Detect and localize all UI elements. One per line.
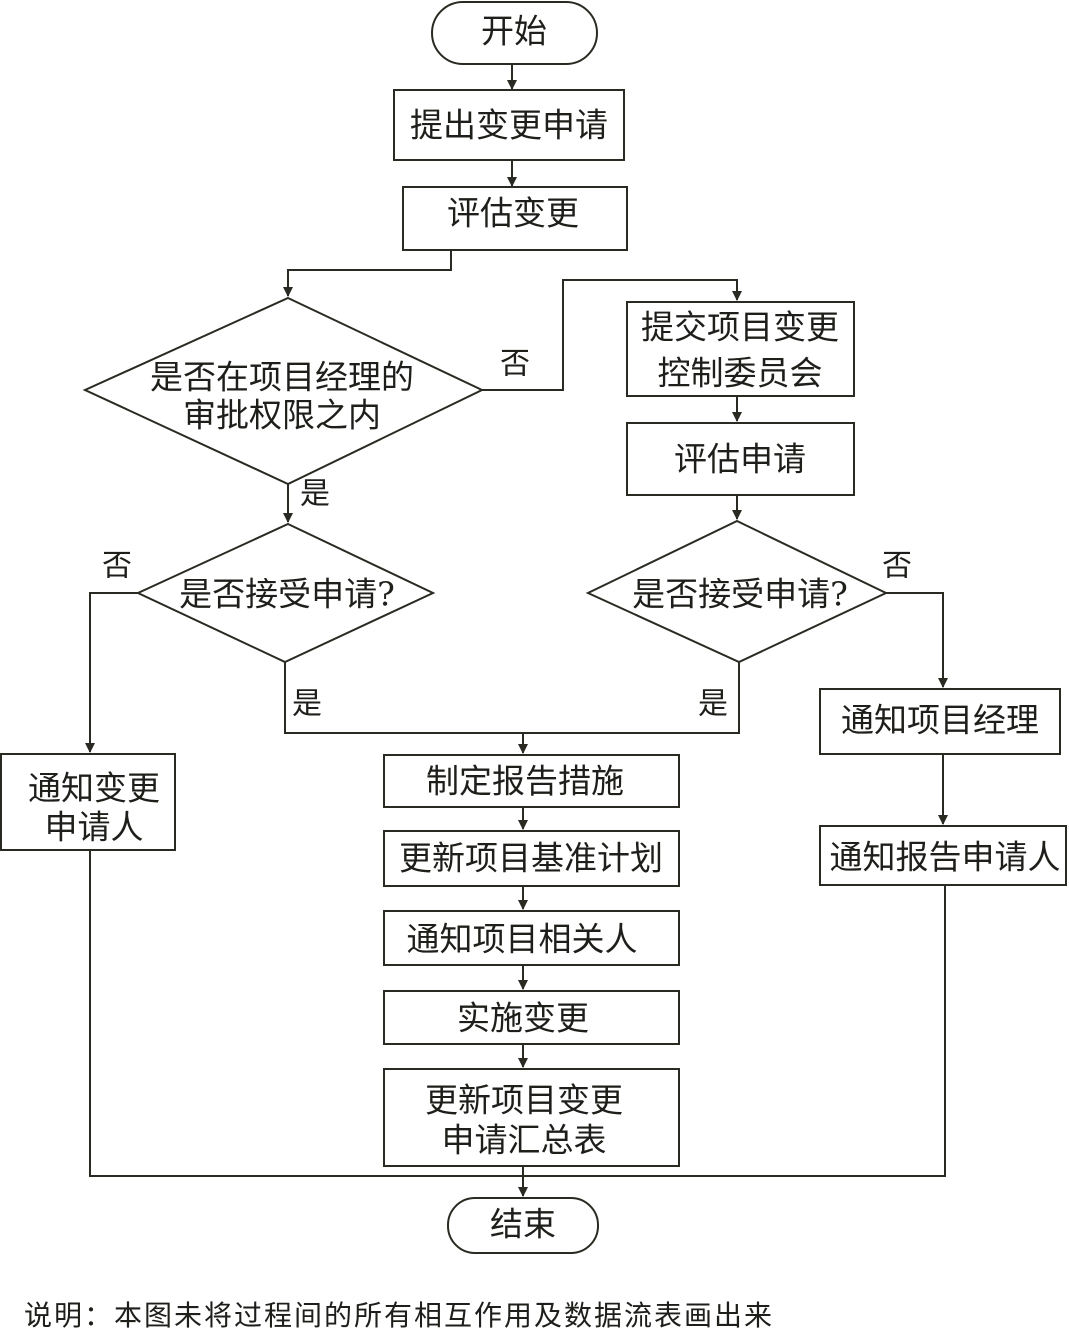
label-yes-right: 是 <box>698 687 728 722</box>
notify-stakeholders-node: 通知项目相关人 <box>383 910 680 966</box>
committee-node: 提交项目变更 控制委员会 <box>626 301 855 397</box>
arrow-accept-right-no-to-notify-pm <box>886 592 948 688</box>
notify-report-requester-label: 通知报告申请人 <box>830 838 1061 877</box>
committee-line2: 控制委员会 <box>658 354 823 393</box>
start-label: 开始 <box>481 12 547 51</box>
end-node: 结束 <box>447 1197 599 1254</box>
accept-right-diamond <box>585 519 889 664</box>
accept-decision-right: 是否接受申请? <box>585 519 889 664</box>
notify-requester-node: 通知变更 申请人 <box>0 753 176 851</box>
make-report-node: 制定报告措施 <box>383 754 680 808</box>
end-label: 结束 <box>490 1205 556 1244</box>
notify-report-requester-node: 通知报告申请人 <box>819 825 1067 886</box>
evaluate-node: 评估变更 <box>402 186 628 251</box>
connectors <box>85 64 948 1197</box>
notify-stakeholders-box <box>383 910 680 966</box>
update-baseline-node: 更新项目基准计划 <box>383 830 680 887</box>
update-baseline-label: 更新项目基准计划 <box>399 839 663 878</box>
notify-pm-node: 通知项目经理 <box>819 688 1061 755</box>
start-terminator <box>431 1 598 65</box>
evaluate-request-box <box>626 422 855 496</box>
accept-decision-left: 是否接受申请? <box>135 522 436 664</box>
end-terminator <box>447 1197 599 1254</box>
notify-pm-box <box>819 688 1061 755</box>
label-no-right: 否 <box>882 549 912 584</box>
notify-stakeholders-label: 通知项目相关人 <box>407 920 638 959</box>
notify-requester-line1: 通知变更 <box>28 769 160 808</box>
notify-pm-label: 通知项目经理 <box>841 701 1039 740</box>
notify-report-requester-box <box>819 825 1067 886</box>
line-yes-merge <box>284 662 740 734</box>
evaluate-label: 评估变更 <box>447 194 579 233</box>
update-summary-line1: 更新项目变更 <box>425 1081 623 1120</box>
update-summary-line2: 申请汇总表 <box>442 1121 607 1160</box>
authority-q-line1: 是否在项目经理的 <box>150 358 414 397</box>
update-summary-box <box>383 1068 680 1167</box>
update-summary-node: 更新项目变更 申请汇总表 <box>383 1068 680 1167</box>
authority-diamond <box>82 296 485 486</box>
accept-left-label: 是否接受申请? <box>179 575 395 614</box>
start-node: 开始 <box>431 1 598 65</box>
authority-q-line2: 审批权限之内 <box>183 396 381 435</box>
authority-decision: 是否在项目经理的 审批权限之内 <box>82 296 485 486</box>
submit-box <box>393 89 625 161</box>
implement-node: 实施变更 <box>383 990 680 1045</box>
arrow-evaluate-to-authority <box>283 250 452 297</box>
label-yes-left: 是 <box>292 687 322 722</box>
committee-box <box>626 301 855 397</box>
evaluate-request-label: 评估申请 <box>674 440 806 479</box>
evaluate-request-node: 评估申请 <box>626 422 855 496</box>
label-no-authority: 否 <box>500 347 530 382</box>
make-report-box <box>383 754 680 808</box>
committee-line1: 提交项目变更 <box>641 308 839 347</box>
evaluate-box <box>402 186 628 251</box>
accept-left-diamond <box>135 522 436 664</box>
notify-requester-line2: 申请人 <box>45 808 144 847</box>
update-baseline-box <box>383 830 680 887</box>
notify-requester-box <box>0 753 176 851</box>
implement-label: 实施变更 <box>457 999 589 1038</box>
label-yes-authority: 是 <box>300 477 330 512</box>
line-side-returns-to-end <box>89 850 946 1177</box>
submit-label: 提出变更申请 <box>410 106 608 145</box>
submit-node: 提出变更申请 <box>393 89 625 161</box>
label-no-left: 否 <box>102 549 132 584</box>
accept-right-label: 是否接受申请? <box>632 575 848 614</box>
footnote: 说明：本图未将过程间的所有相互作用及数据流表画出来 <box>24 1299 775 1332</box>
arrow-accept-left-no-to-notify-requester <box>85 592 138 753</box>
arrow-authority-no-to-committee <box>482 279 742 391</box>
make-report-label: 制定报告措施 <box>426 762 624 801</box>
branch-labels: 否 是 否 是 是 否 <box>102 347 912 722</box>
implement-box <box>383 990 680 1045</box>
